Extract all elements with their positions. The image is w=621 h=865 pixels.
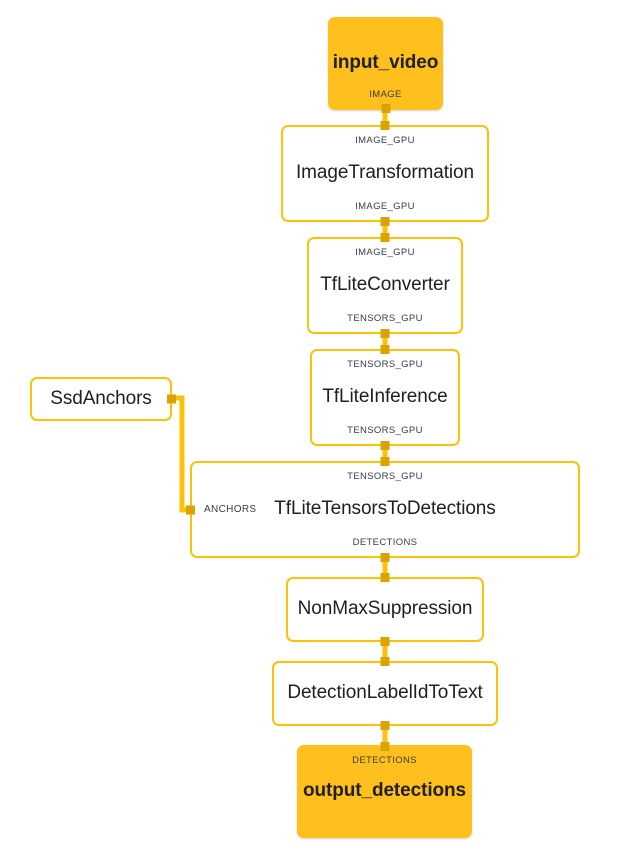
node-title: SsdAnchors <box>50 387 152 409</box>
input-port-label: TENSORS_GPU <box>347 359 423 370</box>
node-image-transformation[interactable]: IMAGE_GPU ImageTransformation IMAGE_GPU <box>281 121 489 226</box>
node-title: TfLiteConverter <box>320 274 450 296</box>
node-output-detections[interactable]: DETECTIONS output_detections <box>297 742 472 838</box>
output-port-label: IMAGE <box>369 88 402 100</box>
output-port-marker[interactable] <box>380 553 390 562</box>
node-ssd-anchors[interactable]: SsdAnchors <box>30 377 176 421</box>
node-input-video[interactable]: input_video IMAGE <box>328 17 443 113</box>
node-title: input_video <box>332 52 439 74</box>
edge-ssd-anchors-to-tensors-to-detections <box>176 395 190 513</box>
input-port-marker[interactable] <box>380 657 390 666</box>
input-port-marker[interactable] <box>380 233 390 242</box>
node-tflite-converter[interactable]: IMAGE_GPU TfLiteConverter TENSORS_GPU <box>307 233 463 338</box>
input-port-marker[interactable] <box>380 573 390 582</box>
output-port-marker[interactable] <box>380 721 390 730</box>
input-port-label: IMAGE_GPU <box>355 135 415 146</box>
output-port-marker[interactable] <box>380 217 390 226</box>
node-detection-label-id-to-text[interactable]: DetectionLabelIdToText <box>272 657 498 730</box>
input-port-label: IMAGE_GPU <box>355 247 415 258</box>
input-port-marker[interactable] <box>380 457 390 466</box>
node-title: NonMaxSuppression <box>297 598 473 620</box>
node-title: TfLiteInference <box>322 386 448 408</box>
output-port-marker[interactable] <box>380 637 390 646</box>
side-input-port-label: ANCHORS <box>204 503 257 515</box>
input-port-marker[interactable] <box>380 121 390 130</box>
input-port-marker[interactable] <box>380 742 389 751</box>
output-port-marker[interactable] <box>380 329 390 338</box>
output-port-marker[interactable] <box>381 104 390 113</box>
input-port-marker[interactable] <box>380 345 390 354</box>
output-port-label: IMAGE_GPU <box>355 200 415 212</box>
output-port-marker[interactable] <box>167 394 176 404</box>
node-title: ImageTransformation <box>296 162 474 184</box>
node-title: DetectionLabelIdToText <box>287 682 483 704</box>
output-port-label: TENSORS_GPU <box>347 424 423 436</box>
input-port-label: DETECTIONS <box>352 755 417 766</box>
node-tflite-inference[interactable]: TENSORS_GPU TfLiteInference TENSORS_GPU <box>310 345 460 450</box>
node-tflite-tensors-to-detections[interactable]: TENSORS_GPU ANCHORS TfLiteTensorsToDetec… <box>186 457 580 562</box>
node-title: output_detections <box>303 780 466 802</box>
output-port-marker[interactable] <box>380 441 390 450</box>
side-input-port-marker[interactable] <box>186 505 195 514</box>
node-non-max-suppression[interactable]: NonMaxSuppression <box>286 573 484 646</box>
output-port-label: TENSORS_GPU <box>347 312 423 324</box>
output-port-label: DETECTIONS <box>352 536 418 548</box>
node-title: TfLiteTensorsToDetections <box>274 498 496 520</box>
input-port-label: TENSORS_GPU <box>347 471 423 482</box>
